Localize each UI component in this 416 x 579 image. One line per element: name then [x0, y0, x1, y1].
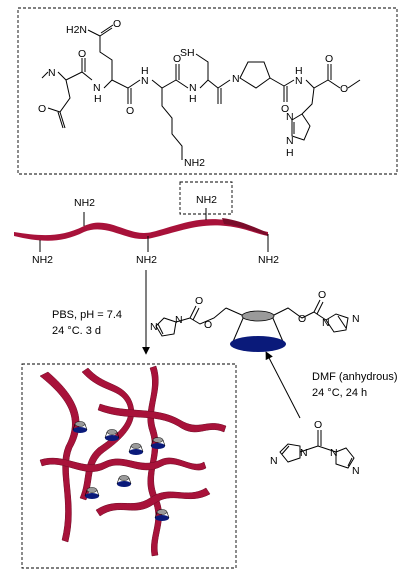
imidazole-n-label: N: [286, 111, 294, 123]
polymer-amine-3: NH2: [32, 254, 53, 266]
cd-left-imid-n2: N: [175, 314, 183, 326]
ester-o-label: O: [340, 83, 348, 95]
up-arrow: [265, 351, 301, 419]
carbonyl-o-6: O: [325, 53, 333, 65]
polymer-amine-4: NH2: [136, 254, 157, 266]
amide-n-3: N: [189, 82, 197, 94]
cdi-n4: N: [352, 465, 360, 477]
amide-h-2: H: [141, 65, 149, 77]
right-condition-line2: 24 °C, 24 h: [312, 387, 367, 399]
imidazole-h-label: H: [286, 147, 294, 159]
polymer-amine-2: NH2: [196, 194, 217, 206]
ribbon-1: [39, 371, 80, 543]
hydrogel-network: [21, 363, 237, 569]
polymer-amine-5: NH2: [258, 254, 279, 266]
carbonyl-o-3: O: [173, 53, 181, 65]
left-condition-line1: PBS, pH = 7.4: [52, 309, 122, 321]
amide-o-label: O: [113, 18, 121, 30]
amide-nh2-label: H2N: [66, 24, 87, 36]
ketone-o-label: O: [38, 103, 46, 115]
carbonyl-o-5: O: [281, 103, 289, 115]
cdi-o: O: [314, 419, 322, 431]
amide-n-1: N: [93, 82, 101, 94]
n-methyl-label: N: [48, 67, 56, 79]
cd-top-rim: [241, 310, 275, 322]
cd-right-imid-n2: N: [352, 313, 360, 325]
ribbon-5: [39, 457, 207, 472]
left-condition-line2: 24 °C. 3 d: [52, 325, 101, 337]
amide-h-4: H: [295, 65, 303, 77]
activated-cyclodextrin: N N O O O O N N: [150, 289, 360, 352]
polymer-backbone: [14, 219, 268, 241]
carbonyl-o-1: O: [78, 48, 86, 60]
ribbon-4: [97, 403, 227, 433]
amide-n-2: N: [141, 75, 149, 87]
peptide-structure: H2N O SH N O N H O N H O N H N O N H O O…: [17, 7, 398, 175]
imidazole-nh-label: N: [286, 135, 294, 147]
amide-h-1: H: [94, 93, 102, 105]
lysine-nh2-label: NH2: [184, 157, 205, 169]
crosslinks: [72, 421, 170, 521]
cdi-n2: N: [300, 447, 308, 459]
peptide-box: [17, 7, 398, 175]
ribbon-6: [95, 487, 211, 517]
cd-right-imid-n: N: [322, 317, 330, 329]
polymer-chain: NH2 NH2 NH2 NH2 NH2: [14, 181, 279, 266]
cdi-n3: N: [330, 447, 338, 459]
polymer-amine-1: NH2: [74, 197, 95, 209]
cd-right-ether-o: O: [298, 313, 306, 325]
cd-right-carbonyl-o: O: [318, 289, 326, 301]
amide-h-3: H: [189, 93, 197, 105]
right-condition-line1: DMF (anhydrous): [312, 371, 398, 383]
cd-left-carbonyl-o: O: [195, 295, 203, 307]
thiol-label: SH: [180, 47, 195, 59]
amide-n-4: N: [295, 75, 303, 87]
highlight-box: [179, 181, 233, 215]
hydrogel-box: [21, 363, 237, 569]
cd-left-imid-n: N: [150, 321, 158, 333]
cdi-n1: N: [270, 455, 278, 467]
cd-left-ether-o: O: [204, 319, 212, 331]
carbonyl-o-2: O: [126, 105, 134, 117]
cd-bottom-rim: [230, 336, 286, 352]
cdi-reagent: N N O N N: [270, 419, 360, 477]
pyrrolidine-n-label: N: [232, 73, 240, 85]
